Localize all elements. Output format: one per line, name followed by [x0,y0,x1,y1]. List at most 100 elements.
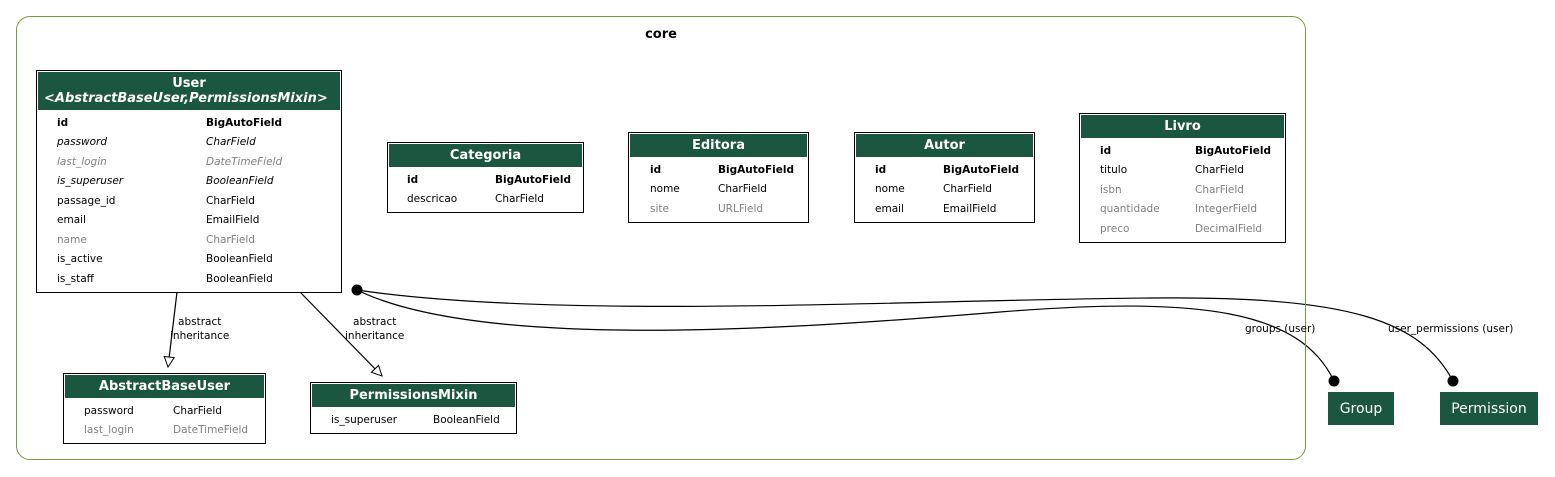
model-fields: id BigAutoField nome CharField email EmailFie… [855,158,1034,222]
field-type: BooleanField [206,253,273,266]
field-type: BooleanField [206,175,274,188]
field-name: is_superuser [331,413,398,426]
field-type: URLField [718,202,764,215]
field-name: password [57,136,108,149]
model-autor[interactable]: Autor id BigAutoField nome CharField email Em… [854,132,1035,223]
field-row: nome CharField [855,180,1034,200]
field-name: email [875,202,904,215]
model-header: Livro [1081,115,1284,138]
field-type: CharField [206,233,255,246]
field-type: EmailField [206,214,260,227]
field-type: BigAutoField [718,163,794,176]
model-header: Autor [856,134,1033,157]
field-type: BooleanField [433,413,500,426]
field-row: site URLField [629,199,808,219]
field-name: preco [1100,222,1130,235]
field-row: password CharField [64,401,265,421]
edge-endpoint-group [1328,375,1340,387]
field-type: CharField [718,183,767,196]
model-subtitle: <AbstractBaseUser,PermissionsMixin> [44,91,328,106]
model-header: Categoria [389,144,582,167]
field-type: BigAutoField [943,163,1019,176]
field-type: CharField [495,193,544,206]
field-name: id [57,116,69,129]
edge-label-inheritance-2: abstract inheritance [345,316,405,342]
field-name: last_login [57,155,107,168]
model-categoria[interactable]: Categoria id BigAutoField descricao CharFie… [387,142,584,213]
field-row: last_login DateTimeField [37,152,341,172]
field-row: id BigAutoField [388,170,583,190]
model-title: Autor [924,138,965,153]
field-row: is_superuser BooleanField [311,410,516,430]
field-type: EmailField [943,202,997,215]
field-row: name CharField [37,230,341,250]
model-group[interactable]: Group [1328,392,1394,425]
field-name: nome [875,183,905,196]
model-title: User [172,76,206,91]
field-name: id [875,163,887,176]
field-name: nome [650,183,680,196]
cluster-core: core [16,16,1306,460]
field-row: id BigAutoField [629,160,808,180]
field-name: last_login [84,424,134,437]
field-row: email EmailField [855,199,1034,219]
field-row: preco DecimalField [1080,219,1285,239]
field-name: descricao [407,193,458,206]
model-title: PermissionsMixin [349,388,478,403]
cluster-title: core [645,27,677,42]
field-name: id [407,173,419,186]
field-type: CharField [1195,183,1244,196]
field-name: isbn [1100,183,1122,196]
field-type: BigAutoField [206,116,282,129]
field-name: is_superuser [57,175,124,188]
field-type: CharField [173,404,222,417]
model-fields: id BigAutoField nome CharField site URLField [629,158,808,222]
field-name: passage_id [57,194,116,207]
edge-label-inheritance-1: abstract inheritance [170,316,230,342]
model-user[interactable]: User <AbstractBaseUser,PermissionsMixin>… [36,70,342,293]
field-type: DecimalField [1195,222,1263,235]
field-name: id [650,163,662,176]
model-header: PermissionsMixin [312,384,515,407]
model-fields: password CharField last_login DateTimeField [64,399,265,443]
field-type: CharField [943,183,992,196]
model-permission[interactable]: Permission [1440,392,1538,425]
field-name: name [57,233,87,246]
field-name: site [650,202,669,215]
field-row: nome CharField [629,180,808,200]
model-permissionsmixin[interactable]: PermissionsMixin is_superuser BooleanFiel… [310,382,517,434]
field-row: is_staff BooleanField [37,269,341,289]
field-type: DateTimeField [173,424,249,437]
field-type: CharField [206,136,256,149]
field-row: descricao CharField [388,190,583,210]
model-title: Livro [1164,119,1201,134]
field-name: titulo [1100,164,1128,177]
field-type: IntegerField [1195,203,1258,216]
model-title: AbstractBaseUser [98,379,231,394]
model-header: Editora [630,134,807,157]
model-abstractbaseuser[interactable]: AbstractBaseUser password CharField last_l… [63,373,266,444]
edge-label-user-permissions: user_permissions (user) [1388,323,1514,335]
field-row: last_login DateTimeField [64,421,265,441]
field-row: password CharField [37,133,341,153]
edge-label-groups: groups (user) [1245,323,1316,335]
field-row: id BigAutoField [37,113,341,133]
field-type: BooleanField [206,272,273,285]
field-type: BigAutoField [495,173,571,186]
model-header: User <AbstractBaseUser,PermissionsMixin> [38,72,340,110]
model-editora[interactable]: Editora id BigAutoField nome CharField site U… [628,132,809,223]
field-name: email [57,214,86,227]
field-type: DateTimeField [206,155,283,168]
model-title: Categoria [449,148,522,163]
field-row: id BigAutoField [855,160,1034,180]
field-name: password [84,404,134,417]
field-name: is_staff [57,272,94,285]
field-row: is_superuser BooleanField [37,172,341,192]
model-fields: id BigAutoField descricao CharField [388,168,583,212]
